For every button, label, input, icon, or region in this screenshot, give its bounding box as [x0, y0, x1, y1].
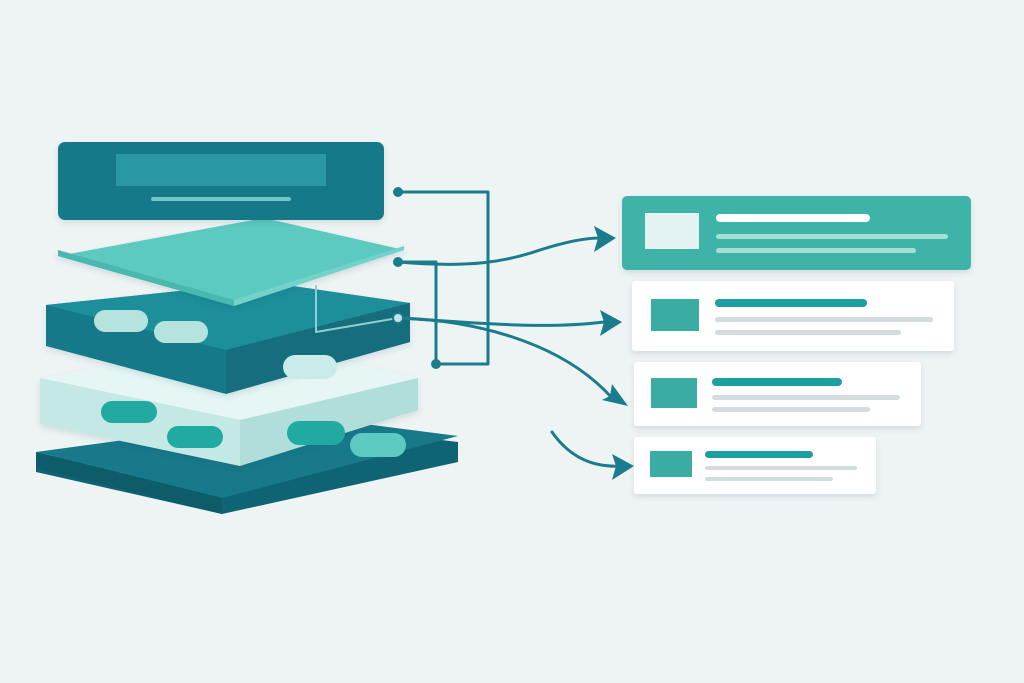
card-text-line: [715, 317, 933, 322]
card-text-line: [716, 234, 948, 239]
connector-bracket: [396, 190, 490, 366]
connector-curve: [396, 316, 614, 400]
pill-group-lower: [101, 401, 406, 457]
card-title-line: [712, 378, 842, 386]
card-text-line: [712, 395, 900, 400]
card-title-line: [705, 451, 813, 458]
connector-node: [393, 257, 403, 267]
card-text-line: [705, 466, 857, 470]
layer-stack: [36, 142, 458, 514]
connector-curve: [396, 236, 602, 266]
connector-node: [393, 187, 403, 197]
card-text-line: [715, 330, 901, 335]
output-list: [622, 196, 971, 494]
pill-tag: [154, 321, 208, 343]
output-card[interactable]: [634, 437, 876, 494]
pill-tag: [94, 310, 148, 332]
card-text-line: [716, 248, 916, 253]
arrowheads: [594, 226, 634, 480]
connector-nodes: [392, 187, 441, 369]
arrowhead-icon: [602, 384, 628, 406]
connector-bracket: [315, 285, 399, 333]
pill-tag: [287, 421, 345, 445]
card-thumbnail: [650, 451, 692, 477]
output-card-primary[interactable]: [622, 196, 971, 270]
pill-tag: [101, 401, 157, 423]
arrowhead-icon: [594, 226, 616, 252]
stack-layer-plane: [58, 218, 404, 306]
card-text-line: [712, 407, 870, 412]
card-text-line: [705, 477, 833, 481]
card-title-line: [715, 299, 867, 307]
output-card[interactable]: [632, 281, 954, 351]
stack-layer-header: [58, 142, 384, 220]
arrowhead-icon: [612, 454, 634, 480]
header-text-line: [151, 197, 291, 201]
output-card[interactable]: [634, 362, 921, 426]
connector-curve: [550, 430, 624, 468]
pill-tag: [167, 426, 223, 448]
card-thumbnail: [651, 378, 697, 408]
card-title-line: [716, 214, 870, 222]
pill-group-middle: [94, 310, 337, 379]
pill-tag: [350, 433, 406, 457]
connector-node: [392, 312, 404, 324]
connector-lines: [315, 190, 624, 468]
header-bar-highlight: [116, 154, 326, 186]
connector-node: [431, 359, 441, 369]
card-thumbnail: [651, 299, 699, 331]
pill-tag: [283, 355, 337, 379]
card-thumbnail: [645, 213, 699, 249]
arrowhead-icon: [600, 310, 622, 336]
